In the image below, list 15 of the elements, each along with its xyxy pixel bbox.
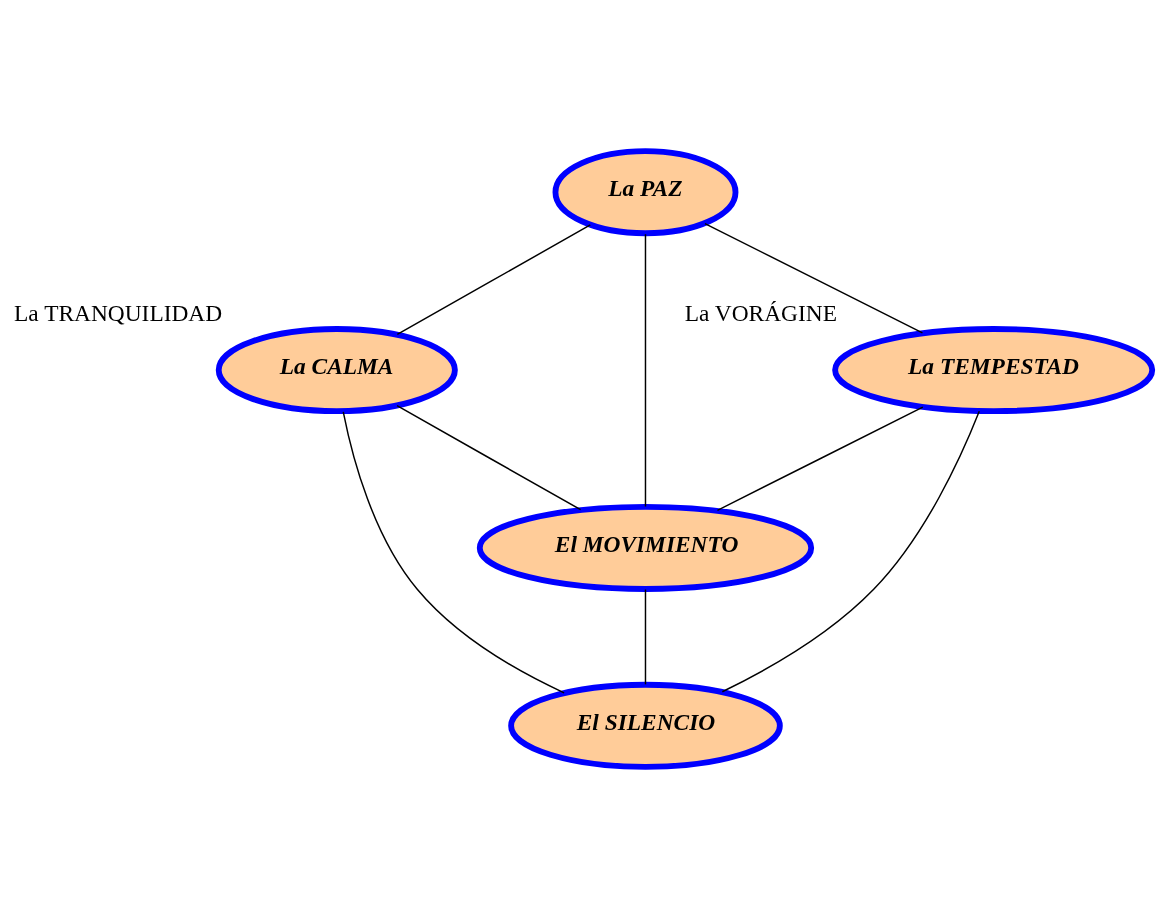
node-ellipse: El MOVIMIENTO [476, 503, 815, 592]
node-ellipse: La PAZ [552, 148, 739, 237]
connector [396, 404, 582, 511]
node-label: La TRANQUILIDAD [14, 300, 223, 327]
connector [644, 233, 647, 508]
connector [644, 588, 647, 686]
connector [704, 222, 924, 334]
node-ellipse: La TEMPESTAD [832, 326, 1156, 415]
connector [721, 410, 980, 693]
connector [716, 406, 924, 512]
connector [342, 411, 565, 694]
node-ellipse: El SILENCIO [508, 681, 783, 770]
node-label: La VORÁGINE [684, 300, 837, 327]
connector [396, 224, 592, 336]
node-ellipse: La CALMA [215, 326, 458, 415]
